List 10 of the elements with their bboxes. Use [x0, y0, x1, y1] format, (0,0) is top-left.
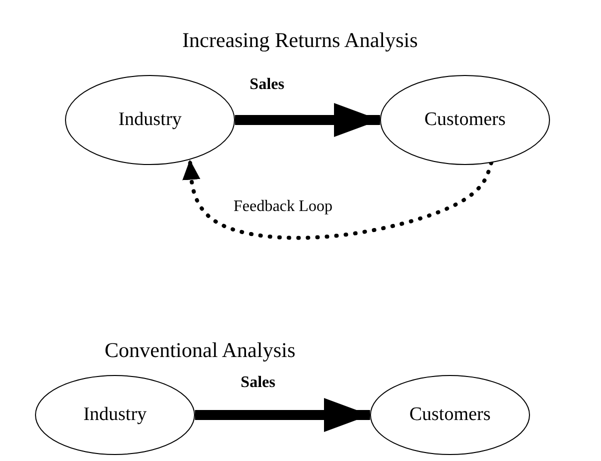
section-heading: Increasing Returns Analysis [182, 28, 418, 52]
node-label: Customers [408, 404, 492, 426]
arrow [235, 103, 380, 137]
edge-label: Feedback Loop [231, 198, 335, 216]
node-label: Industry [82, 404, 148, 426]
node-label: Industry [117, 109, 183, 131]
arrow [195, 398, 370, 432]
dotted-arrow [182, 158, 494, 240]
section-heading: Conventional Analysis [104, 338, 296, 362]
node-label: Customers [423, 109, 507, 131]
